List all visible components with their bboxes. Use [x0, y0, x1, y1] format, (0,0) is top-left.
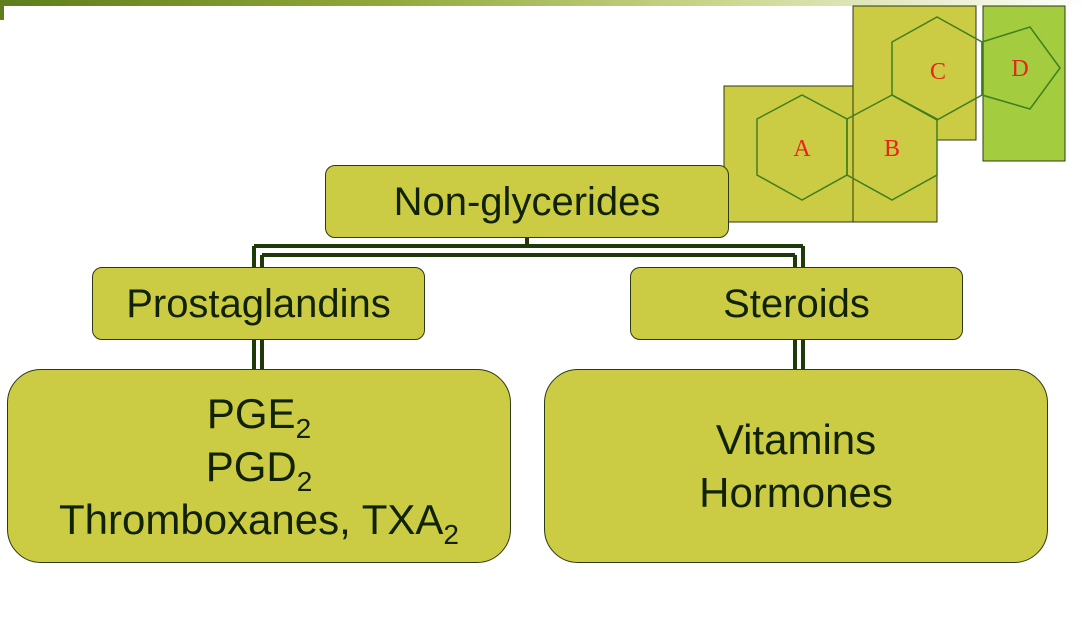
steroids-node: Steroids — [630, 267, 963, 340]
leaf-item-subscript: 2 — [443, 518, 459, 550]
leaf-item-vitamins: Vitamins — [715, 416, 877, 463]
prostaglandins-label: Prostaglandins — [126, 281, 391, 326]
ring-d-panel — [982, 5, 1066, 162]
ring-c-label: C — [930, 59, 946, 85]
prostaglandins-node: Prostaglandins — [92, 267, 425, 340]
leaf-item-base: PGD — [205, 442, 297, 490]
top-accent-bar — [0, 0, 1088, 6]
ring-d-label: D — [1011, 56, 1028, 82]
steroids-leaf: Vitamins Hormones — [544, 369, 1048, 563]
ring-d-pentagon — [981, 26, 1061, 110]
root-node: Non-glycerides — [325, 165, 729, 238]
prostaglandins-leaf: PGE2 PGD2 Thromboxanes, TXA2 — [7, 369, 511, 563]
top-accent-mark — [0, 0, 4, 20]
steroids-label: Steroids — [723, 281, 870, 326]
leaf-item-subscript: 2 — [295, 412, 312, 444]
leaf-item-base: Thromboxanes, TXA — [59, 495, 444, 543]
ring-b-label: B — [884, 136, 900, 162]
leaf-item-pgd2: PGD2 — [205, 440, 313, 496]
leaf-item-subscript: 2 — [296, 465, 313, 497]
leaf-item-thromboxanes: Thromboxanes, TXA2 — [59, 493, 459, 549]
leaf-item-pge2: PGE2 — [206, 387, 311, 443]
leaf-item-hormones: Hormones — [699, 469, 893, 516]
leaf-item-base: PGE — [206, 389, 296, 437]
root-node-label: Non-glycerides — [393, 179, 661, 224]
ring-a-label: A — [793, 136, 811, 162]
